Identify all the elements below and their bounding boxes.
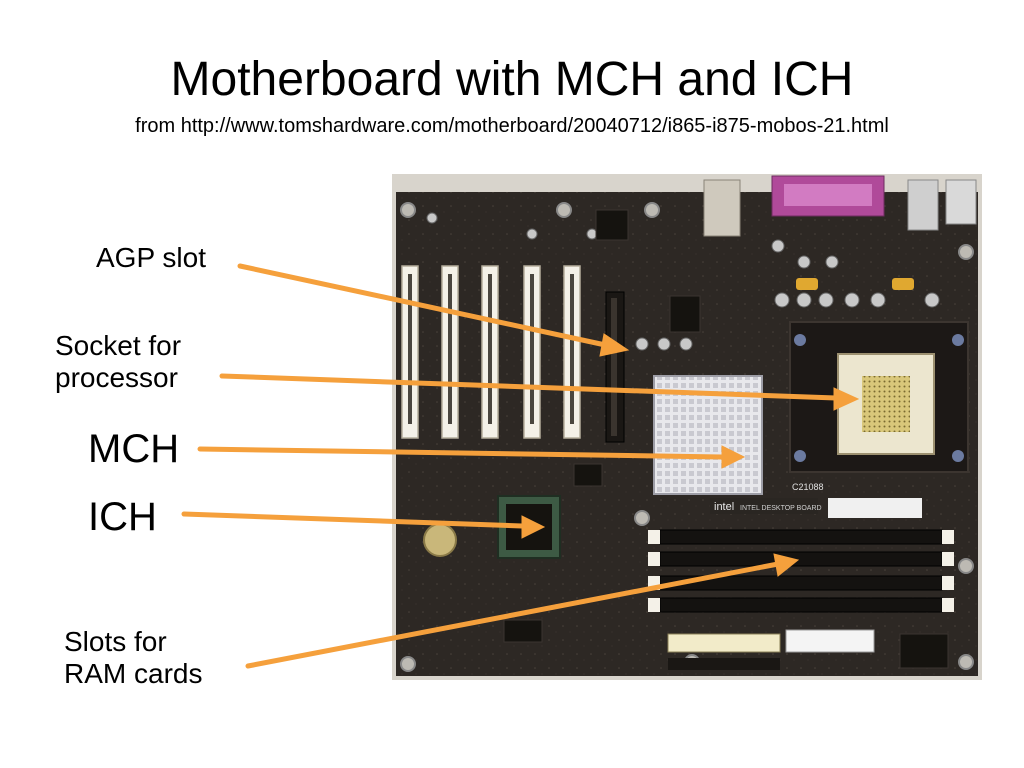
svg-text:intel: intel (714, 501, 734, 513)
motherboard-photo: intel INTEL DESKTOP BOARD C21088 (392, 174, 982, 680)
source-citation: from http://www.tomshardware.com/motherb… (135, 115, 889, 137)
rear-io-ports (703, 175, 977, 237)
label-agp-slot: AGP slot (96, 242, 206, 273)
capacitors (426, 212, 940, 351)
label-mch: MCH (88, 427, 180, 471)
cpu-socket (789, 321, 969, 473)
svg-text:INTEL DESKTOP BOARD: INTEL DESKTOP BOARD (740, 505, 822, 512)
ich-chip (497, 495, 561, 559)
slide-title: Motherboard with MCH and ICH (170, 53, 854, 106)
cmos-battery (423, 523, 457, 557)
mch-heatsink (653, 375, 763, 495)
label-ram-slots: Slots for RAM cards (64, 626, 203, 690)
svg-text:C21088: C21088 (792, 482, 824, 492)
board-label: intel INTEL DESKTOP BOARD C21088 (710, 482, 922, 518)
label-ich: ICH (88, 495, 157, 539)
label-processor-socket: Socket for processor (55, 330, 182, 394)
